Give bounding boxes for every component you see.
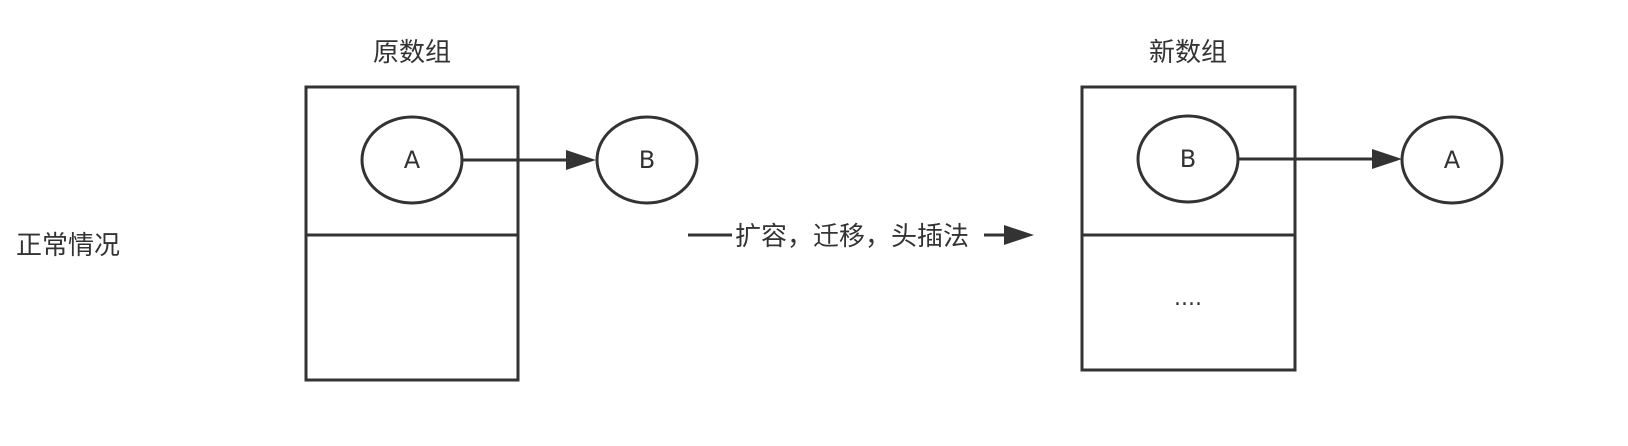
original-link-arrow — [462, 150, 596, 170]
transition-arrowhead — [1004, 225, 1034, 245]
original-node-b: B — [595, 115, 699, 205]
original-node-b-label: B — [639, 146, 655, 174]
new-link-arrow — [1238, 149, 1402, 169]
new-array: 新数组 B A .... — [1080, 38, 1504, 372]
new-node-b: B — [1136, 114, 1240, 204]
new-link-arrowhead — [1372, 149, 1402, 169]
original-array-slot-1 — [304, 233, 520, 382]
original-node-a: A — [360, 115, 464, 205]
new-array-ellipsis: .... — [1174, 286, 1202, 311]
scenario-label: 正常情况 — [16, 231, 120, 261]
transition-arrow: 扩容，迁移，头插法 — [688, 222, 1034, 252]
new-node-b-label: B — [1180, 145, 1196, 173]
new-array-title: 新数组 — [1149, 38, 1227, 68]
original-node-a-label: A — [404, 146, 421, 174]
original-array: 原数组 A B — [304, 38, 699, 382]
new-node-a-label: A — [1444, 146, 1461, 174]
original-node-b-shape — [595, 115, 699, 205]
original-link-arrowhead — [566, 150, 596, 170]
new-node-a-shape — [1400, 115, 1504, 205]
new-node-a: A — [1400, 115, 1504, 205]
original-array-title: 原数组 — [373, 38, 451, 68]
transition-label: 扩容，迁移，头插法 — [735, 222, 969, 252]
new-array-slot-1 — [1080, 233, 1297, 372]
